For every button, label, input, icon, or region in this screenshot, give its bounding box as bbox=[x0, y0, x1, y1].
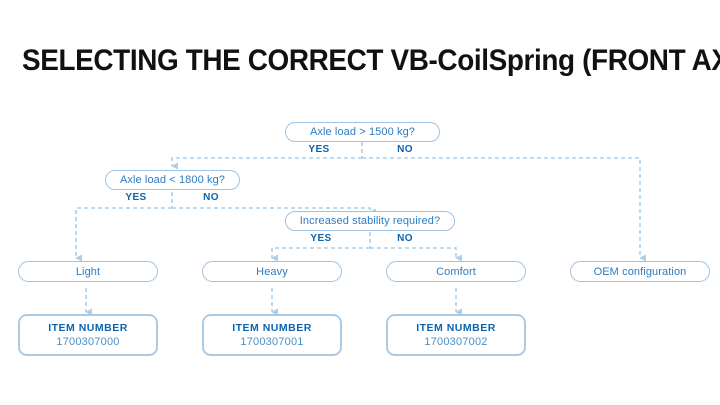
decision-node-increased-stability[interactable]: Increased stability required? bbox=[285, 211, 455, 231]
branch-label-d3-no: NO bbox=[397, 233, 413, 244]
edge-d3-no bbox=[370, 247, 462, 262]
edge-d1-yes bbox=[171, 157, 362, 170]
branch-label-d1-yes: YES bbox=[308, 144, 330, 155]
result-label: Light bbox=[75, 265, 101, 278]
item-number-label: ITEM NUMBER bbox=[48, 321, 128, 334]
item-number-value: 1700307001 bbox=[240, 335, 304, 348]
page-title: SELECTING THE CORRECT VB-CoilSpring (FRO… bbox=[22, 44, 720, 77]
item-number-box-light[interactable]: ITEM NUMBER 1700307000 bbox=[18, 314, 158, 356]
branch-label-d2-no: NO bbox=[203, 192, 219, 203]
result-label: OEM configuration bbox=[593, 265, 687, 278]
result-node-comfort[interactable]: Comfort bbox=[386, 261, 526, 282]
decision-node-axle-load-1500[interactable]: Axle load > 1500 kg? bbox=[285, 122, 440, 142]
branch-label-d1-no: NO bbox=[397, 144, 413, 155]
branch-label-d2-yes: YES bbox=[125, 192, 147, 203]
edge-d2-yes bbox=[75, 207, 172, 262]
item-number-label: ITEM NUMBER bbox=[416, 321, 496, 334]
branch-label-d3-yes: YES bbox=[310, 233, 332, 244]
decision-label: Increased stability required? bbox=[299, 215, 441, 227]
result-node-oem-configuration[interactable]: OEM configuration bbox=[570, 261, 710, 282]
decision-label: Axle load > 1500 kg? bbox=[309, 126, 416, 138]
result-label: Heavy bbox=[256, 265, 288, 278]
result-label: Comfort bbox=[436, 265, 476, 278]
result-node-light[interactable]: Light bbox=[18, 261, 158, 282]
item-number-value: 1700307000 bbox=[56, 335, 120, 348]
edge-d1-no bbox=[362, 157, 646, 262]
item-number-label: ITEM NUMBER bbox=[232, 321, 312, 334]
edge-d3-yes bbox=[271, 247, 370, 262]
item-number-box-heavy[interactable]: ITEM NUMBER 1700307001 bbox=[202, 314, 342, 356]
item-number-box-comfort[interactable]: ITEM NUMBER 1700307002 bbox=[386, 314, 526, 356]
result-node-heavy[interactable]: Heavy bbox=[202, 261, 342, 282]
item-number-value: 1700307002 bbox=[424, 335, 488, 348]
decision-label: Axle load < 1800 kg? bbox=[119, 174, 226, 186]
decision-node-axle-load-1800[interactable]: Axle load < 1800 kg? bbox=[105, 170, 240, 190]
edge-d2-no bbox=[172, 207, 376, 216]
